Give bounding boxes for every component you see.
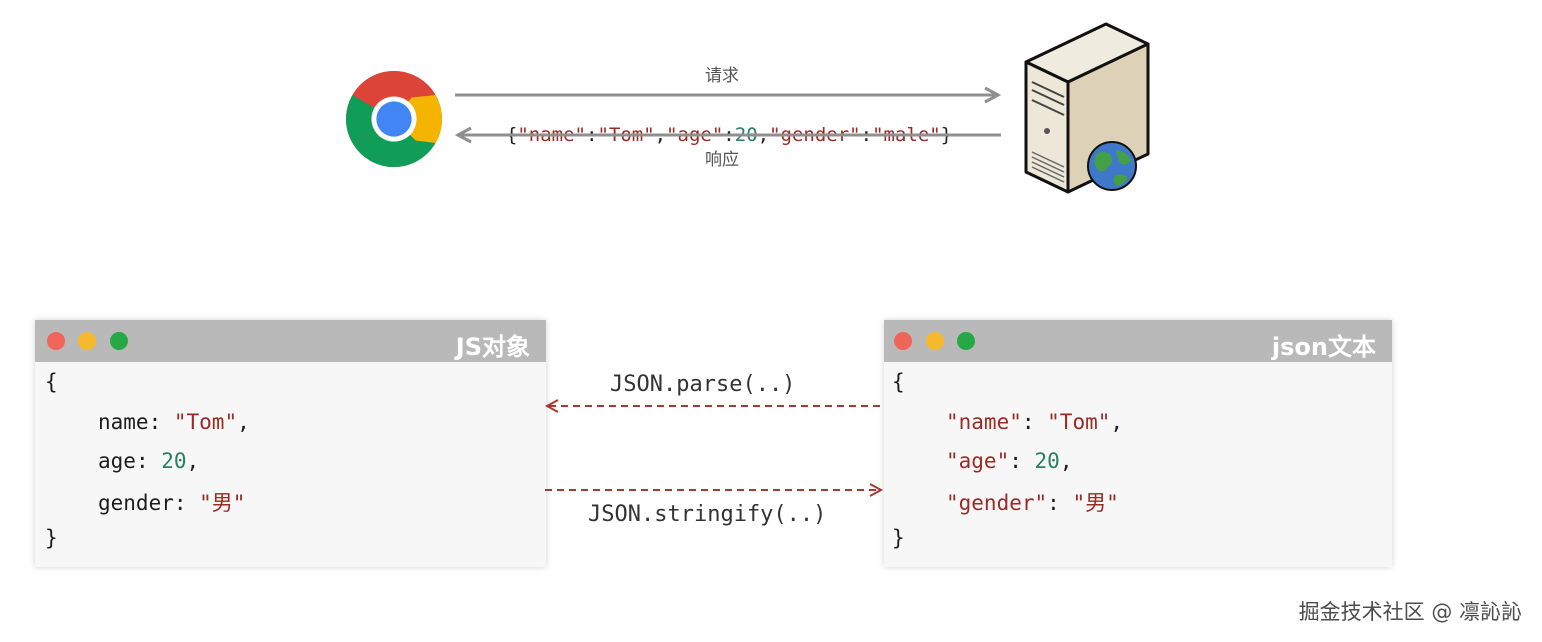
string-value: "男"	[199, 491, 246, 515]
property-key: gender	[98, 491, 174, 515]
request-label: 请求	[705, 66, 739, 86]
response-arrow	[454, 126, 1001, 144]
server-globe-icon	[1024, 22, 1150, 194]
code-line: "age": 20,	[946, 449, 1072, 473]
code-line: "gender": "男"	[946, 487, 1119, 517]
code-open-brace: {	[892, 370, 905, 394]
code-line: age: 20,	[98, 449, 199, 473]
code-line: "name": "Tom",	[946, 410, 1123, 434]
close-dot-icon	[894, 332, 912, 350]
string-value: "Tom"	[1047, 410, 1111, 434]
maximize-dot-icon	[110, 332, 128, 350]
watermark: 掘金技术社区 @ 凛訫訫	[1298, 600, 1522, 624]
number-value: 20	[1034, 449, 1060, 473]
comma: ,	[237, 410, 250, 434]
window-title-bar: JS对象	[35, 320, 546, 362]
json-stringify-label: JSON.stringify(..)	[588, 502, 827, 527]
code-open-brace: {	[45, 370, 58, 394]
json-text-window: json文本 { "name": "Tom", "age": 20, "gend…	[884, 320, 1392, 567]
maximize-dot-icon	[957, 332, 975, 350]
string-value: "男"	[1072, 491, 1119, 515]
json-parse-label: JSON.parse(..)	[610, 372, 796, 397]
property-key: name	[98, 410, 149, 434]
chrome-icon	[345, 70, 443, 168]
colon: :	[1021, 410, 1048, 434]
comma: ,	[1110, 410, 1124, 434]
parse-arrow	[544, 399, 883, 413]
string-value: "Tom"	[173, 410, 238, 434]
colon: :	[1009, 449, 1035, 473]
colon: :	[1047, 491, 1073, 515]
colon: :	[148, 410, 174, 434]
close-dot-icon	[47, 332, 65, 350]
minimize-dot-icon	[926, 332, 944, 350]
property-key: "name"	[946, 410, 1022, 434]
code-close-brace: }	[45, 526, 58, 550]
window-title: json文本	[1271, 333, 1376, 361]
minimize-dot-icon	[78, 332, 96, 350]
stringify-arrow	[545, 483, 884, 497]
window-title-bar: json文本	[884, 320, 1392, 362]
property-key: "gender"	[946, 491, 1048, 515]
code-line: name: "Tom",	[98, 410, 250, 434]
colon: :	[135, 449, 162, 473]
colon: :	[173, 491, 200, 515]
comma: ,	[186, 449, 200, 473]
property-key: "age"	[946, 449, 1010, 473]
code-line: gender: "男"	[98, 487, 245, 517]
response-label: 响应	[705, 150, 739, 170]
request-arrow	[455, 86, 1002, 104]
code-close-brace: }	[892, 526, 905, 550]
js-object-window: JS对象 { name: "Tom", age: 20, gender: "男"…	[35, 320, 546, 567]
property-key: age	[98, 449, 136, 473]
number-value: 20	[161, 449, 187, 473]
comma: ,	[1059, 449, 1073, 473]
window-title: JS对象	[455, 333, 530, 361]
